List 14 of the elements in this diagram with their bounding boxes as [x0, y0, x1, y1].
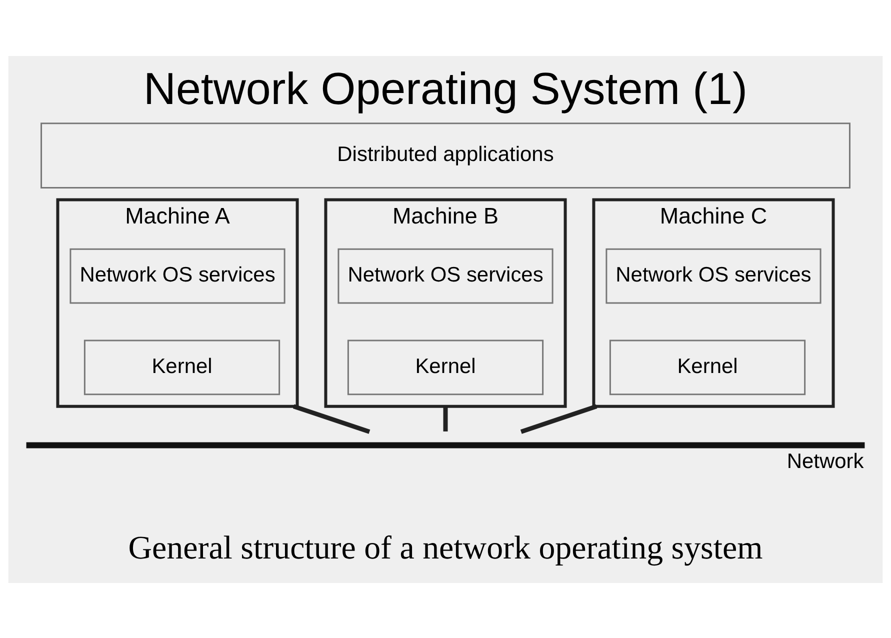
node-box: Kernel	[347, 339, 544, 395]
caption: General structure of a network operating system	[128, 530, 763, 566]
node-box: Distributed applications	[40, 122, 850, 188]
connector	[443, 406, 448, 431]
node-bar	[26, 442, 865, 448]
node-label: Network	[786, 450, 864, 473]
diagram-title: Network Operating System (1)	[144, 62, 748, 114]
node-box: Kernel	[84, 339, 280, 395]
node-box: Kernel	[609, 339, 806, 395]
connector	[520, 404, 598, 434]
connector	[292, 404, 370, 434]
node-box: Network OS services	[338, 248, 554, 304]
node-box: Network OS services	[70, 248, 286, 304]
node-box: Network OS services	[606, 248, 822, 304]
